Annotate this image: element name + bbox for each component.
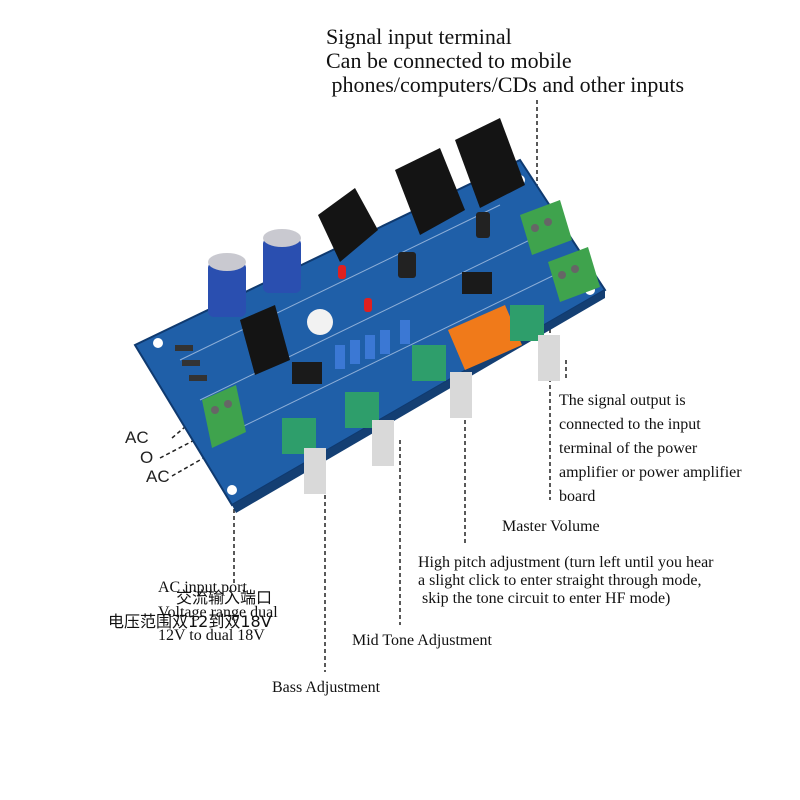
high-pitch-line3: skip the tone circuit to enter HF mode): [418, 590, 671, 607]
signal-input-line2: Can be connected to mobile: [326, 48, 572, 73]
large-capacitors: [208, 212, 490, 317]
qc-sticker: [307, 309, 333, 335]
bass-label: Bass Adjustment: [272, 679, 381, 696]
leds: [338, 265, 372, 312]
signal-output-line1: The signal output is: [559, 392, 686, 409]
high-pitch-line1: High pitch adjustment (turn left until y…: [418, 554, 714, 571]
ac-terminal-label-1: AC: [125, 428, 149, 447]
heatsinks: [240, 118, 525, 375]
master-volume-label: Master Volume: [502, 518, 600, 535]
signal-output-line3: terminal of the power: [559, 440, 698, 457]
ac-input-line2: Voltage range dual: [158, 604, 278, 621]
signal-input-line3: phones/computers/CDs and other inputs: [326, 72, 685, 97]
signal-output-line2: connected to the input: [559, 416, 701, 433]
ac-input-line1: AC input port: [158, 579, 247, 596]
ac-terminal-label-3: AC: [146, 467, 170, 486]
potentiometers: [282, 305, 560, 494]
diodes: [175, 345, 207, 381]
ac-input-line2-cn: 电压范围双12到双18V: [108, 612, 272, 631]
signal-output-line4: amplifier or power amplifier: [559, 464, 742, 481]
ac-input-line3: 12V to dual 18V: [158, 627, 265, 644]
high-pitch-line2: a slight click to enter straight through…: [418, 572, 702, 589]
signal-output-line5: board: [559, 488, 596, 505]
relay: [448, 305, 522, 370]
mid-tone-label: Mid Tone Adjustment: [352, 632, 492, 649]
ac-terminal-label-2: O: [140, 448, 154, 467]
terminal-blocks: [202, 200, 600, 448]
signal-input-title: Signal input terminal: [326, 24, 512, 49]
ac-input-line1-cn: 交流输入端口: [176, 588, 273, 607]
film-capacitors: [335, 320, 410, 369]
op-amp-chips: [292, 272, 492, 384]
